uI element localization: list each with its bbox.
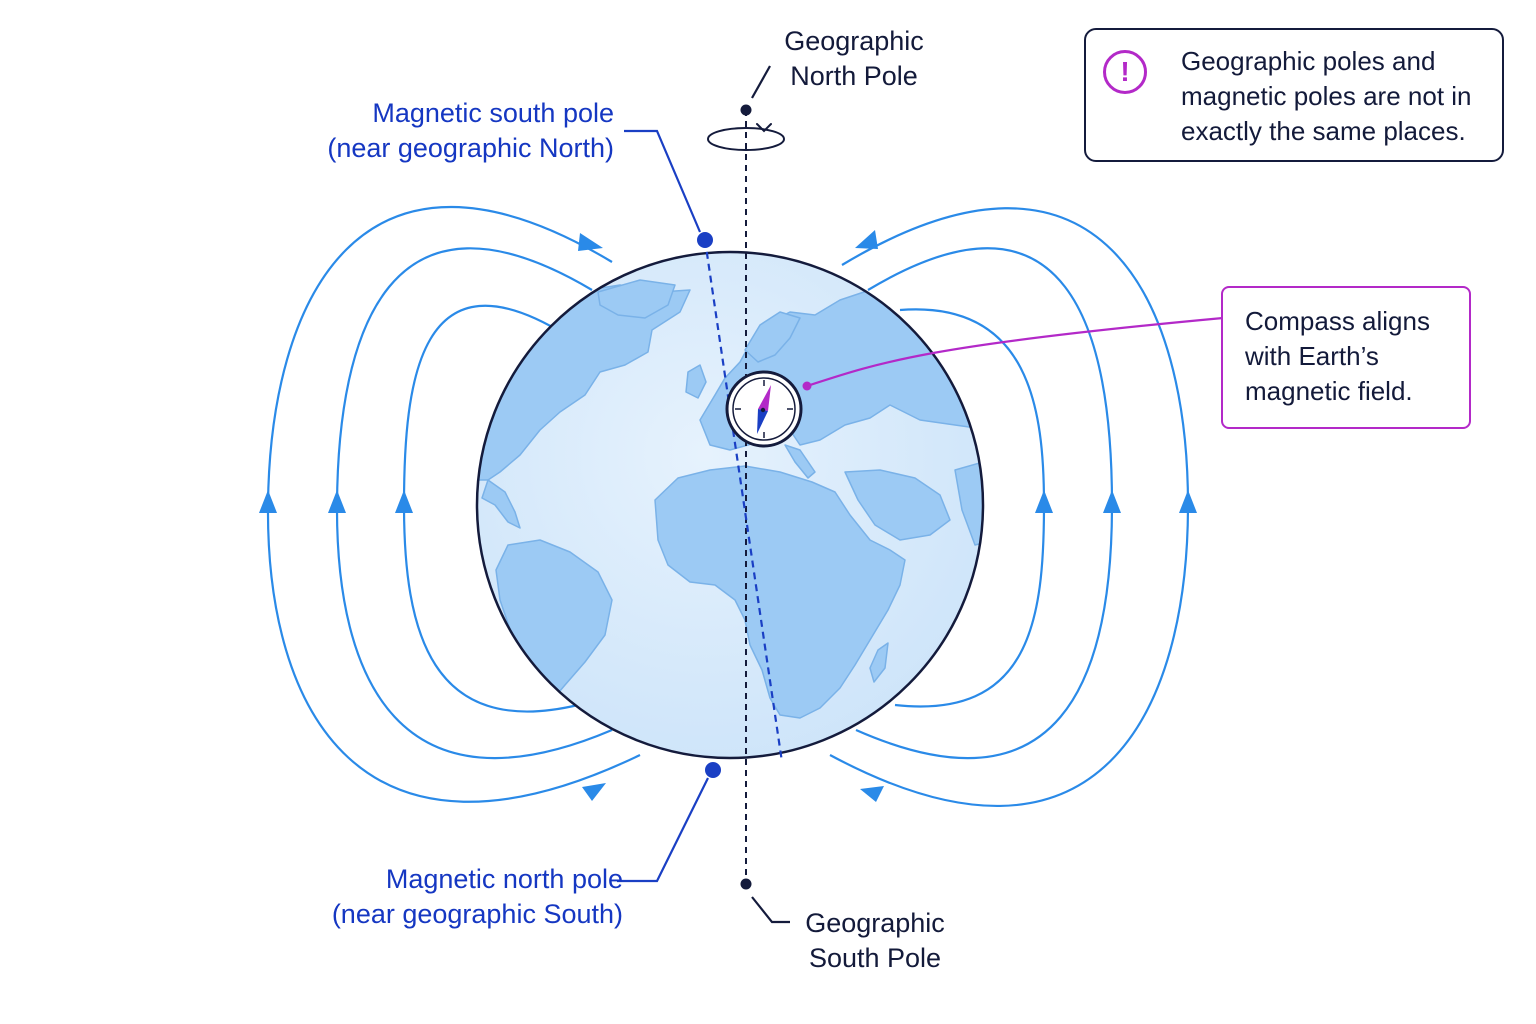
rotation-arrow-icon [707,127,785,151]
field-arrow-icon [328,490,346,513]
exclamation-icon: ! [1103,50,1147,94]
land-madagascar [869,642,889,683]
field-arrow-icon [395,490,413,513]
land-british-isles [685,364,707,399]
compass-callout: Compass aligns with Earth’s magnetic fie… [1221,286,1471,429]
land-italy [784,444,816,479]
compass-leader-dot [802,381,812,391]
land-india [954,459,983,546]
compass-leader [806,316,1224,388]
field-arrow-icon [860,786,884,802]
magnetic-north-pole-dot [705,762,721,778]
land-greenland [597,279,676,319]
field-arrow-icon [1179,490,1197,513]
mag-north-leader [617,777,709,883]
mag-south-leader [624,129,702,233]
field-arrow-icon [1103,490,1121,513]
geographic-north-pole-label: Geographic North Pole [784,26,924,91]
geo-south-leader [751,896,790,924]
land-africa [654,465,906,719]
earth-globe-icon [475,250,985,760]
magnetic-north-pole-label: Magnetic north pole (near geographic Sou… [331,864,623,929]
magnetic-axis [703,239,784,763]
field-arrow-icon [578,233,603,251]
magnetic-south-pole-label: Magnetic south pole (near geographic Nor… [327,98,614,163]
field-arrow-icon [582,783,606,801]
land-central-america [481,479,521,529]
geographic-south-pole-label: Geographic South Pole [805,908,945,973]
pole-difference-note: ! Geographic poles and magnetic poles ar… [1084,28,1504,162]
land-arabia [844,469,951,541]
geographic-north-pole-dot [740,104,752,116]
geographic-south-pole-dot [740,878,752,890]
field-arrow-icon [259,490,277,513]
field-arrow-icon [855,230,878,249]
field-arrow-icon [1035,490,1053,513]
magnetic-south-pole-dot [697,232,713,248]
geographic-axis [707,110,785,885]
land-scandinavia [744,311,801,363]
geo-north-leader [751,65,771,99]
compass-icon [725,370,803,448]
